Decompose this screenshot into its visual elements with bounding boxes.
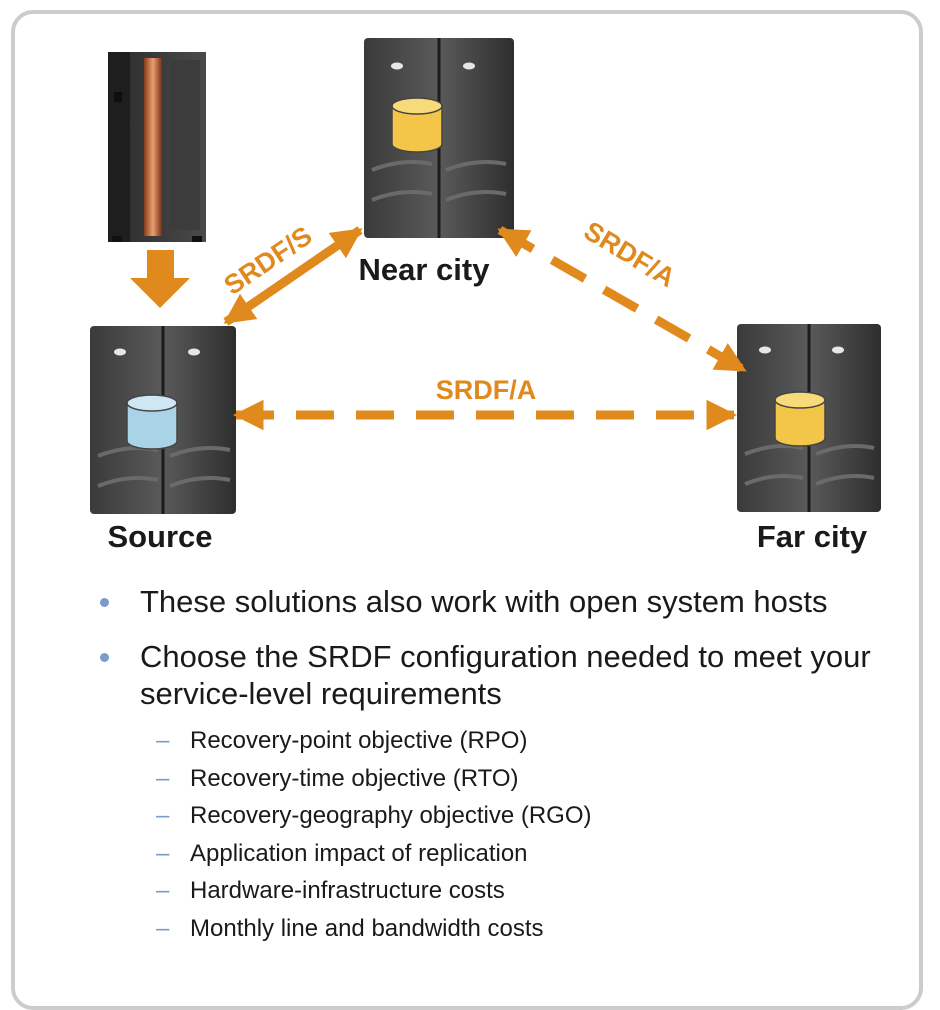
bullet-text: These solutions also work with open syst… xyxy=(140,584,828,619)
link-label-srdf-a-near-far: SRDF/A xyxy=(579,216,681,293)
database-icon xyxy=(391,97,443,153)
node-label-far-city: Far city xyxy=(757,519,868,554)
sub-bullet-item: –Recovery-time objective (RTO) xyxy=(156,764,519,792)
near-city-storage-icon xyxy=(364,38,514,238)
link-label-srdf-a-source-far: SRDF/A xyxy=(436,375,537,405)
database-icon xyxy=(774,391,826,447)
node-label-source: Source xyxy=(107,519,212,554)
sub-bullet-item: –Application impact of replication xyxy=(156,839,528,867)
sub-bullet-item: –Monthly line and bandwidth costs xyxy=(156,914,544,942)
srdf-topology-diagram: SRDF/S SRDF/A SRDF/A Near city Source Fa… xyxy=(90,38,881,554)
sub-bullet-item: –Recovery-point objective (RPO) xyxy=(156,727,528,754)
link-source-near-arrow xyxy=(223,226,363,326)
sub-bullet-text: Application impact of replication xyxy=(190,839,528,867)
source-storage-icon xyxy=(90,326,236,514)
sub-bullet-item: –Recovery-geography objective (RGO) xyxy=(156,802,592,829)
bullet-list: These solutions also work with open syst… xyxy=(100,583,920,965)
bullet-item: Choose the SRDF configuration needed to … xyxy=(100,638,920,947)
host-to-source-arrow xyxy=(130,250,190,308)
bullet-text: Choose the SRDF configuration needed to … xyxy=(140,639,871,711)
sub-bullet-text: Recovery-geography objective (RGO) xyxy=(190,802,592,829)
database-icon xyxy=(126,394,178,450)
sub-bullet-text: Monthly line and bandwidth costs xyxy=(190,914,544,942)
bullet-dot xyxy=(100,653,109,662)
link-near-far-arrow xyxy=(497,226,747,374)
node-label-near-city: Near city xyxy=(359,252,491,287)
sub-bullet-item: –Hardware-infrastructure costs xyxy=(156,877,505,904)
far-city-storage-icon xyxy=(737,324,881,512)
sub-bullet-text: Recovery-time objective (RTO) xyxy=(190,764,519,792)
sub-bullet-list: –Recovery-point objective (RPO) –Recover… xyxy=(140,722,920,947)
bullet-dot xyxy=(100,598,109,607)
sub-bullet-text: Hardware-infrastructure costs xyxy=(190,877,505,904)
host-server-icon xyxy=(108,52,206,242)
bullet-item: These solutions also work with open syst… xyxy=(100,583,920,620)
sub-bullet-text: Recovery-point objective (RPO) xyxy=(190,727,528,754)
